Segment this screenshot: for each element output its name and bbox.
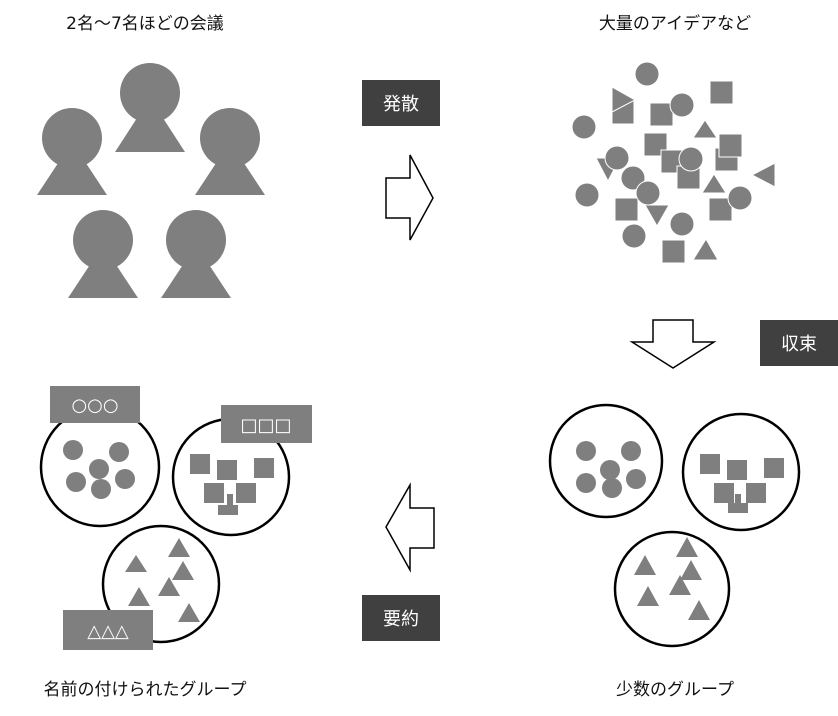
svg-text:収束: 収束: [781, 334, 817, 355]
people-group: [37, 63, 265, 298]
svg-text:○○○: ○○○: [71, 395, 118, 416]
svg-text:要約: 要約: [383, 609, 419, 630]
few-groups: [548, 403, 801, 648]
svg-text:発散: 発散: [383, 94, 419, 115]
circle-group: [548, 403, 664, 519]
arrow-down-icon: [629, 319, 717, 369]
triangle-group: [101, 524, 221, 644]
scattered-ideas: [571, 61, 776, 264]
arrow-right-icon: [385, 154, 434, 241]
person-icon: [37, 108, 107, 195]
square-group: [681, 412, 801, 532]
arrow-left-icon: [385, 482, 435, 573]
svg-text:△△△: △△△: [87, 621, 129, 642]
group-label-triangles: △△△: [63, 610, 153, 650]
person-icon: [195, 108, 265, 195]
step-summarize: 要約: [362, 595, 440, 641]
caption-ideas: 大量のアイデアなど: [599, 13, 751, 34]
step-diverge: 発散: [362, 80, 440, 126]
person-icon: [161, 210, 231, 298]
svg-text:□□□: □□□: [240, 415, 291, 436]
person-icon: [68, 210, 138, 298]
group-label-squares: □□□: [221, 405, 312, 443]
step-converge: 収束: [760, 320, 838, 366]
triangle-group: [613, 530, 731, 648]
caption-meeting: 2名～7名ほどの会議: [66, 14, 224, 34]
caption-few-groups: 少数のグループ: [616, 680, 734, 700]
person-icon: [115, 63, 185, 152]
caption-named-groups: 名前の付けられたグループ: [44, 680, 247, 700]
group-label-circles: ○○○: [50, 386, 140, 423]
named-groups: ○○○ □□□ △△△: [39, 386, 312, 650]
